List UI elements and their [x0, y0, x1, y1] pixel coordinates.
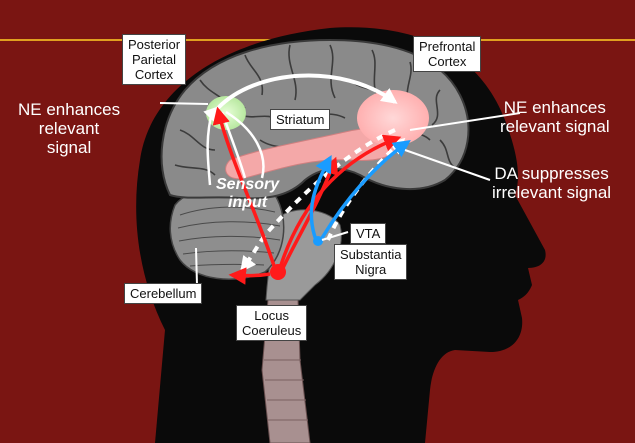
prefrontal-label: Prefrontal Cortex — [413, 36, 482, 72]
ne-pathways — [212, 106, 402, 285]
locus-coeruleus-node — [270, 264, 286, 280]
vta-label: VTA — [350, 223, 387, 244]
da-pathways — [309, 139, 411, 241]
leader-lines — [159, 102, 521, 286]
vta-node — [313, 236, 323, 246]
posterior-parietal-label: Posterior Parietal Cortex — [122, 34, 187, 85]
ne-enhances-right-annotation: NE enhances relevant signal — [500, 98, 610, 136]
parietal-prefrontal-arrow — [203, 73, 398, 123]
cerebellum-label: Cerebellum — [124, 283, 203, 304]
locus-coeruleus-label: Locus Coeruleus — [236, 305, 308, 341]
ne-arrow-striatum — [280, 156, 339, 271]
da-arrow-prefrontal — [320, 139, 411, 239]
substantia-nigra-label: Substantia Nigra — [334, 244, 408, 280]
ne-arrow-parietal — [212, 106, 278, 273]
sensory-input-label: Sensory input — [216, 176, 280, 211]
da-arrow-striatum — [309, 154, 332, 241]
striatum-label: Striatum — [270, 109, 331, 130]
ne-enhances-left-annotation: NE enhances relevant signal — [18, 100, 121, 157]
dashed-feedback-arrow — [240, 128, 396, 273]
ne-arrow-cerebellum — [228, 267, 271, 285]
da-suppresses-annotation: DA suppresses irrelevant signal — [492, 164, 612, 202]
